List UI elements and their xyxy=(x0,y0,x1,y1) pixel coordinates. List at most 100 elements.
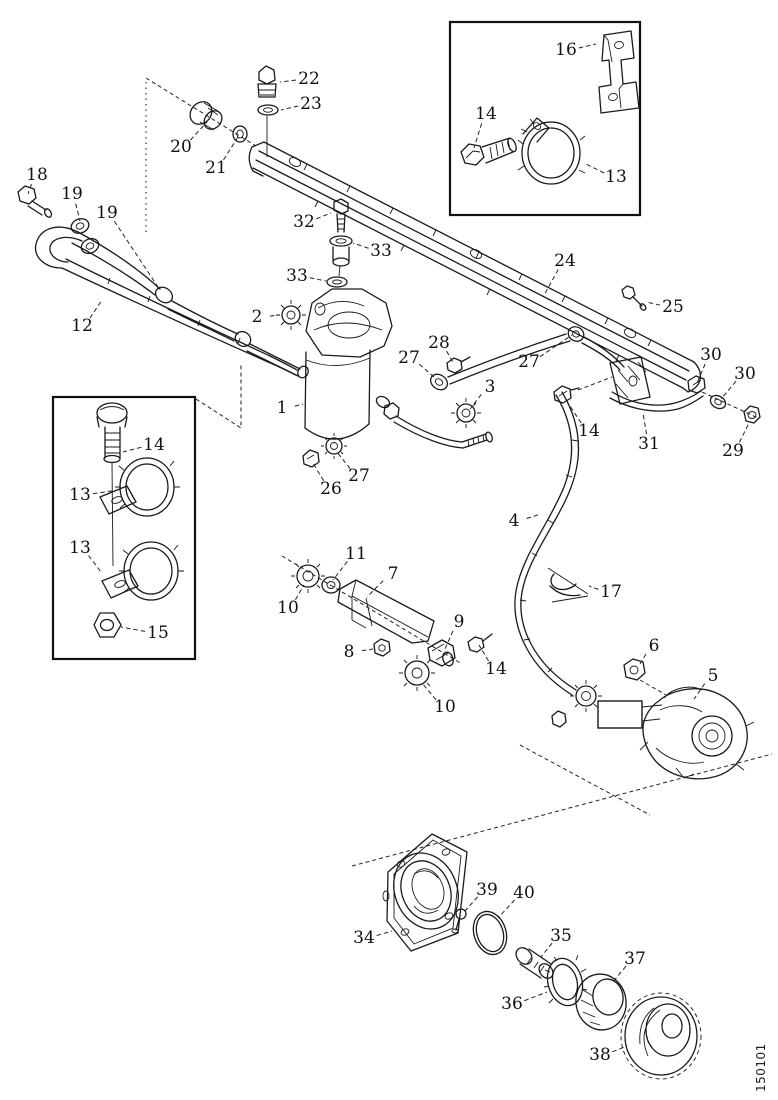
fitting-2-drawing xyxy=(276,300,306,330)
callout-label: 30 xyxy=(734,364,756,384)
fitting-20-21 xyxy=(189,101,248,143)
callout-33: 33 xyxy=(352,241,392,261)
callout-22: 22 xyxy=(279,69,320,89)
callout-leader xyxy=(444,630,454,650)
callout-leader xyxy=(279,79,297,83)
callout-label: 27 xyxy=(518,352,540,372)
callout-leader xyxy=(120,626,146,632)
callout-label: 14 xyxy=(485,659,507,679)
tube-3-assembly xyxy=(375,395,493,449)
callout-leader xyxy=(113,220,161,291)
callout-leader xyxy=(565,399,582,424)
callout-7: 7 xyxy=(366,564,399,598)
callout-label: 40 xyxy=(513,883,535,903)
callout-27: 27 xyxy=(398,348,436,379)
callout-label: 13 xyxy=(69,485,91,505)
callout-8: 8 xyxy=(344,642,374,662)
callout-label: 29 xyxy=(722,441,744,461)
ring-36-drawing xyxy=(543,954,588,1007)
callout-leader xyxy=(473,123,483,149)
callout-29: 29 xyxy=(722,422,750,461)
filter-assembly-1 xyxy=(276,288,393,468)
callout-leader xyxy=(361,648,374,652)
callout-leader xyxy=(720,380,737,400)
callout-15: 15 xyxy=(120,623,169,643)
callout-label: 14 xyxy=(578,421,600,441)
assembly-axis xyxy=(111,462,114,567)
callout-24: 24 xyxy=(542,251,576,298)
pump-5-group xyxy=(597,658,755,780)
callout-14: 14 xyxy=(565,399,600,441)
callout-label: 11 xyxy=(345,544,367,564)
callout-1: 1 xyxy=(277,398,304,418)
hose-4-assembly xyxy=(514,391,602,728)
callout-label: 34 xyxy=(353,928,375,948)
callout-leader xyxy=(75,203,81,222)
callout-leader xyxy=(696,363,706,384)
callout-2: 2 xyxy=(252,307,281,327)
callout-leader xyxy=(524,991,548,1002)
callout-leader xyxy=(418,363,436,379)
clamp-13-upper-drawing xyxy=(99,457,180,517)
callout-label: 22 xyxy=(298,69,320,89)
gear-38-drawing xyxy=(620,992,702,1080)
callout-leader xyxy=(611,965,627,984)
callout-leader xyxy=(366,580,384,598)
callout-label: 39 xyxy=(476,880,498,900)
callout-3: 3 xyxy=(469,377,495,410)
callout-37: 37 xyxy=(611,949,646,984)
callout-label: 16 xyxy=(555,40,577,60)
callout-leader xyxy=(639,653,647,665)
construction-lines xyxy=(145,77,773,867)
callout-38: 38 xyxy=(589,1045,628,1065)
fuel-rail-24 xyxy=(248,141,702,405)
bracket-7-group xyxy=(291,559,493,691)
callout-leader xyxy=(332,561,348,581)
o-ring-40-drawing xyxy=(472,910,508,956)
callout-35: 35 xyxy=(540,926,572,958)
callout-13: 13 xyxy=(69,538,102,573)
callout-label: 12 xyxy=(71,316,93,336)
callout-layer: 2223202116141318191912323333212425262727… xyxy=(26,40,756,1065)
callout-label: 24 xyxy=(554,251,576,271)
callout-leader xyxy=(478,644,489,662)
nut-15-drawing xyxy=(93,612,122,638)
callout-label: 38 xyxy=(589,1045,611,1065)
callout-14: 14 xyxy=(478,644,507,679)
drive-parts-group xyxy=(515,947,702,1080)
callout-label: 26 xyxy=(320,479,342,499)
callout-leader xyxy=(446,350,455,365)
callout-39: 39 xyxy=(464,880,498,912)
callout-label: 14 xyxy=(475,104,497,124)
inset-box-left xyxy=(51,395,197,661)
callout-leader xyxy=(693,683,706,700)
callout-label: 2 xyxy=(252,307,263,327)
callout-leader xyxy=(578,43,597,49)
callout-19: 19 xyxy=(96,203,161,291)
callout-10: 10 xyxy=(277,584,305,618)
clamp-13-lower-drawing xyxy=(101,541,184,601)
bolt-14-left-box-drawing xyxy=(96,402,128,464)
fitting-22-23 xyxy=(257,65,279,157)
callout-leader xyxy=(497,899,515,919)
callout-leader xyxy=(27,183,32,195)
callout-label: 13 xyxy=(605,167,627,187)
callout-label: 27 xyxy=(398,348,420,368)
callout-27: 27 xyxy=(518,334,573,372)
callout-21: 21 xyxy=(205,136,239,178)
callout-leader xyxy=(645,301,661,306)
callout-leader xyxy=(89,299,103,319)
callout-leader xyxy=(539,334,573,358)
pin-35-drawing xyxy=(515,947,554,979)
callout-18: 18 xyxy=(26,165,48,195)
collar-37-drawing xyxy=(575,973,627,1031)
callout-10: 10 xyxy=(421,682,456,717)
callout-label: 7 xyxy=(388,564,399,584)
callout-14: 14 xyxy=(122,435,165,455)
callout-34: 34 xyxy=(353,928,393,948)
callout-label: 36 xyxy=(501,994,523,1014)
callout-label: 21 xyxy=(205,158,227,178)
pin-39-drawing xyxy=(451,908,467,934)
callout-leader xyxy=(469,394,482,410)
